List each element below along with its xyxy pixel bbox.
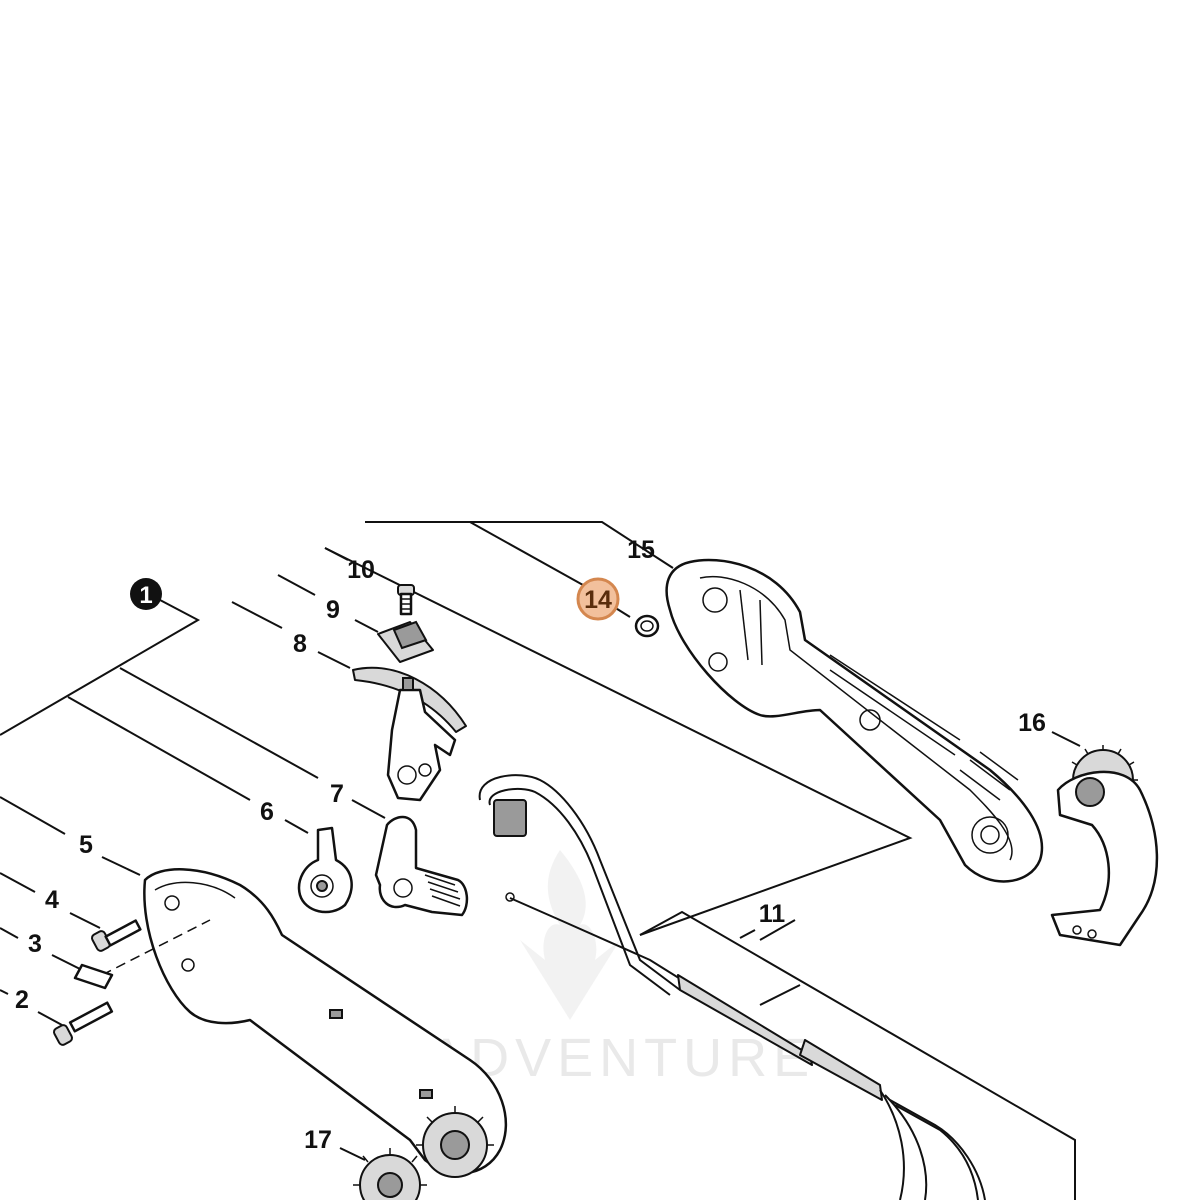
part-15-handle-half <box>665 558 1044 883</box>
callout-1: 1 <box>130 578 162 610</box>
leader-3 <box>0 927 19 939</box>
leader-11-c <box>759 919 796 941</box>
part-5-handle-half <box>101 868 508 1178</box>
part-14-washer <box>634 614 660 638</box>
part-2-screw <box>53 1001 114 1046</box>
callout-6: 6 <box>260 798 274 826</box>
leader-11 <box>639 910 1076 1200</box>
callout-7: 7 <box>330 780 344 808</box>
leader-11-b <box>739 929 756 939</box>
part-7-trigger <box>374 815 469 917</box>
leader-5 <box>0 796 66 835</box>
leader-4-b <box>69 912 101 929</box>
callout-1-text: 1 <box>139 582 152 609</box>
callout-14-text: 14 <box>584 586 612 614</box>
callout-2: 2 <box>15 986 29 1014</box>
callout-5: 5 <box>79 831 93 859</box>
part-11-cable <box>478 774 986 1200</box>
leader-4 <box>0 872 36 893</box>
leader-lines <box>0 521 1081 1200</box>
leader-11-d <box>759 984 801 1006</box>
callout-11: 11 <box>759 900 786 928</box>
callout-4: 4 <box>45 886 59 914</box>
leader-2 <box>0 989 9 995</box>
part-6-lever <box>297 826 353 914</box>
leader-9-b <box>354 619 379 633</box>
leader-8 <box>231 601 283 629</box>
part-8-lever <box>352 666 467 802</box>
callout-9: 9 <box>326 596 340 624</box>
callout-17: 17 <box>304 1126 332 1154</box>
leader-8-b <box>317 651 351 669</box>
part-17-gear <box>353 1148 427 1200</box>
callout-16: 16 <box>1018 709 1046 737</box>
leader-15 <box>365 521 674 569</box>
part-3-label <box>73 963 114 990</box>
part-9-clip <box>377 620 434 663</box>
part-16-gear-bracket <box>1050 745 1159 947</box>
leader-5-b <box>101 856 141 876</box>
leader-1 <box>0 599 201 736</box>
callout-10: 10 <box>347 556 375 584</box>
leader-9 <box>277 574 316 596</box>
callout-15: 15 <box>627 536 655 564</box>
leader-14 <box>469 521 584 586</box>
callout-14: 14 <box>576 577 620 621</box>
leader-16 <box>1051 731 1081 747</box>
leader-2-b <box>37 1011 63 1026</box>
callout-8: 8 <box>293 630 307 658</box>
leader-7 <box>119 667 319 779</box>
part-10-screw <box>397 584 415 616</box>
leader-6 <box>67 696 251 801</box>
leader-11-frame <box>324 547 913 936</box>
callout-3: 3 <box>28 930 42 958</box>
part-4-screw <box>91 919 142 952</box>
watermark-logo-icon <box>520 850 620 1020</box>
leader-7-b <box>351 799 386 819</box>
leader-3-b <box>51 954 83 971</box>
leader-17 <box>339 1147 366 1161</box>
leader-6-b <box>284 819 309 834</box>
